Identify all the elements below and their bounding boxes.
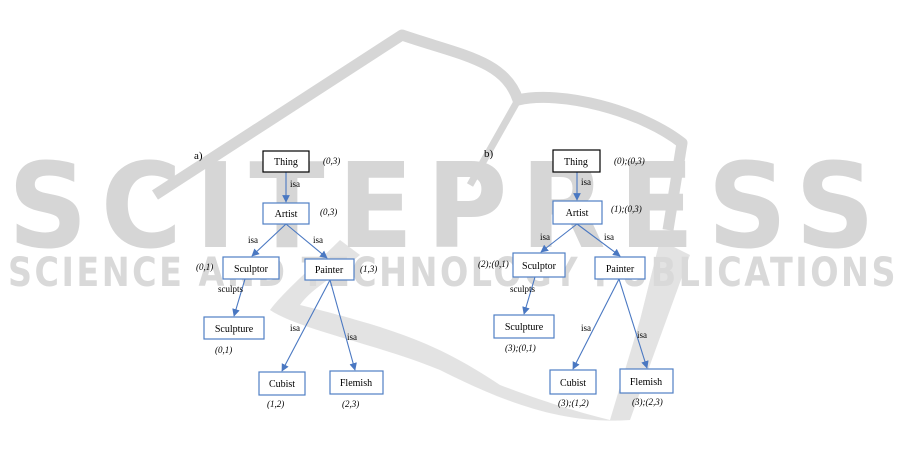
watermark-swoosh [270, 240, 690, 421]
edge-painter-cubist [572, 278, 620, 370]
node-label: Thing [564, 157, 588, 168]
edge-artist-painter [285, 223, 328, 259]
node-label: Cubist [560, 378, 586, 389]
annotation-cubist: (3);(1,2) [558, 398, 589, 408]
edge-painter-cubist [281, 279, 331, 372]
node-label: Sculpture [505, 322, 544, 333]
node-sculptor: Sculptor [222, 256, 280, 280]
node-label: Artist [566, 208, 589, 219]
edge-label-painter-cubist: isa [581, 323, 591, 333]
annotation-sculpture: (3);(0,1) [505, 343, 536, 353]
edge-label-sculptor-sculpture: sculpts [510, 284, 535, 294]
edge-label-thing-artist: isa [290, 179, 300, 189]
annotation-artist: (0,3) [320, 207, 337, 217]
node-thing: Thing [552, 149, 601, 173]
edge-sculptor-sculpture [522, 276, 536, 315]
edge-label-artist-sculptor: isa [540, 232, 550, 242]
annotation-flemish: (2,3) [342, 399, 359, 409]
edge-painter-flemish [329, 279, 357, 371]
node-flemish: Flemish [619, 368, 674, 394]
annotation-sculptor: (0,1) [196, 262, 213, 272]
annotation-cubist: (1,2) [267, 399, 284, 409]
edges-b [522, 172, 649, 370]
node-label: Artist [275, 209, 298, 220]
edge-artist-sculptor [251, 223, 287, 257]
annotation-painter: (1,3) [360, 264, 377, 274]
edge-label-thing-artist: isa [581, 177, 591, 187]
annotation-artist: (1);(0,3) [611, 204, 642, 214]
annotation-thing: (0,3) [323, 156, 340, 166]
node-sculpture: Sculpture [203, 316, 265, 340]
edge-painter-flemish [618, 278, 649, 369]
node-thing: Thing [262, 150, 310, 173]
edge-label-artist-sculptor: isa [248, 235, 258, 245]
node-label: Cubist [269, 379, 295, 390]
panel-label-a: a) [194, 150, 203, 162]
node-label: Painter [606, 264, 635, 275]
watermark: SCITEPRESS SCIENCE AND TECHNOLOGY PUBLIC… [8, 29, 898, 421]
watermark-title: SCITEPRESS [8, 137, 888, 275]
edge-labels-a: isa isa isa sculpts isa isa [218, 179, 357, 342]
panel-label-b: b) [484, 148, 494, 160]
node-painter: Painter [304, 258, 355, 281]
node-label: Flemish [630, 377, 662, 388]
node-artist: Artist [552, 200, 603, 225]
node-cubist: Cubist [549, 369, 597, 395]
edge-labels-b: isa isa isa sculpts isa isa [510, 177, 647, 340]
edge-artist-sculptor [540, 223, 578, 253]
node-sculptor: Sculptor [512, 252, 566, 278]
node-label: Sculptor [234, 264, 269, 275]
edge-label-sculptor-sculpture: sculpts [218, 284, 243, 294]
node-label: Painter [315, 265, 344, 276]
edge-artist-painter [576, 223, 621, 257]
node-painter: Painter [594, 256, 646, 280]
annotation-sculpture: (0,1) [215, 345, 232, 355]
node-artist: Artist [262, 202, 310, 225]
node-sculpture: Sculpture [493, 314, 555, 339]
edge-sculptor-sculpture [232, 278, 246, 317]
node-cubist: Cubist [258, 371, 306, 396]
watermark-book-spine [466, 98, 522, 187]
edge-label-painter-cubist: isa [290, 323, 300, 333]
edge-label-painter-flemish: isa [347, 332, 357, 342]
edge-label-artist-painter: isa [313, 235, 323, 245]
watermark-subtitle: SCIENCE AND TECHNOLOGY PUBLICATIONS [8, 250, 898, 296]
watermark-book-outline [152, 29, 688, 231]
diagram-a: a) isa isa isa sculpts isa isa Thing (0,… [194, 150, 384, 409]
node-flemish: Flemish [329, 370, 384, 395]
annotation-thing: (0);(0,3) [614, 156, 645, 166]
edge-label-artist-painter: isa [604, 232, 614, 242]
edges-a [232, 172, 357, 372]
node-label: Sculpture [215, 324, 254, 335]
diagram-b: b) isa isa isa sculpts isa isa Thing (0)… [478, 148, 674, 408]
edge-label-painter-flemish: isa [637, 330, 647, 340]
node-label: Sculptor [522, 261, 557, 272]
node-label: Thing [274, 157, 298, 168]
node-label: Flemish [340, 378, 372, 389]
annotation-flemish: (3);(2,3) [632, 397, 663, 407]
annotation-sculptor: (2);(0,1) [478, 259, 509, 269]
